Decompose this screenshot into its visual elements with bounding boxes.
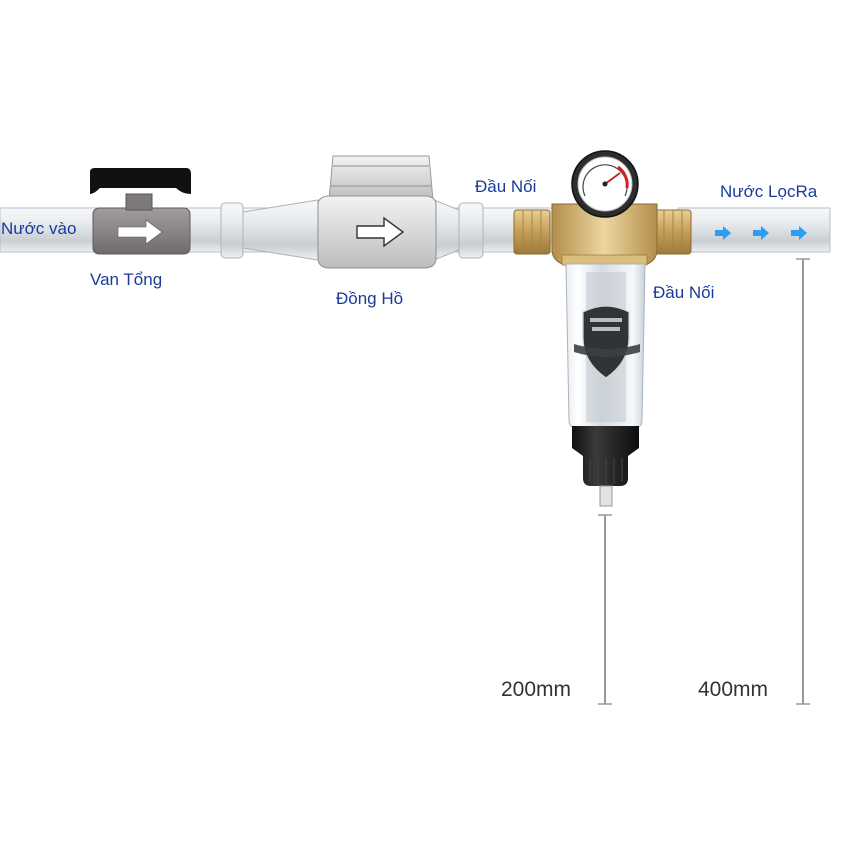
dimension-line-short — [598, 514, 612, 705]
flow-arrow-icon — [117, 219, 163, 245]
water-meter — [317, 155, 437, 269]
filter-assembly — [513, 150, 692, 507]
flow-arrow-icon — [356, 216, 405, 248]
meter-top-housing — [328, 155, 434, 201]
flow-arrow-icon — [715, 226, 731, 240]
dimension-label-short: 200mm — [501, 678, 572, 701]
pipe-coupling — [458, 202, 484, 259]
dimension-label-long: 400mm — [698, 678, 769, 701]
main-valve-label: Van Tổng — [90, 270, 163, 289]
flow-arrow-icon — [791, 226, 807, 240]
valve-handle — [90, 168, 191, 194]
drain-nozzle — [599, 485, 613, 507]
valve-stem — [125, 193, 153, 211]
main-valve — [90, 168, 191, 255]
flow-arrow-icon — [753, 226, 769, 240]
shield-badge-icon — [582, 305, 630, 379]
connector-left-label: Đầu Nối — [475, 177, 537, 196]
dimension-line-long — [796, 258, 810, 705]
outlet-label: Nước LọcRa — [720, 182, 818, 201]
pipe-reducer — [433, 199, 460, 261]
outlet-flow-arrows — [715, 226, 807, 240]
pipe-coupling — [220, 202, 244, 259]
inlet-label: Nước vào — [1, 219, 77, 238]
connector-right-label: Đầu Nối — [653, 283, 715, 302]
meter-label: Đồng Hồ — [336, 289, 404, 308]
